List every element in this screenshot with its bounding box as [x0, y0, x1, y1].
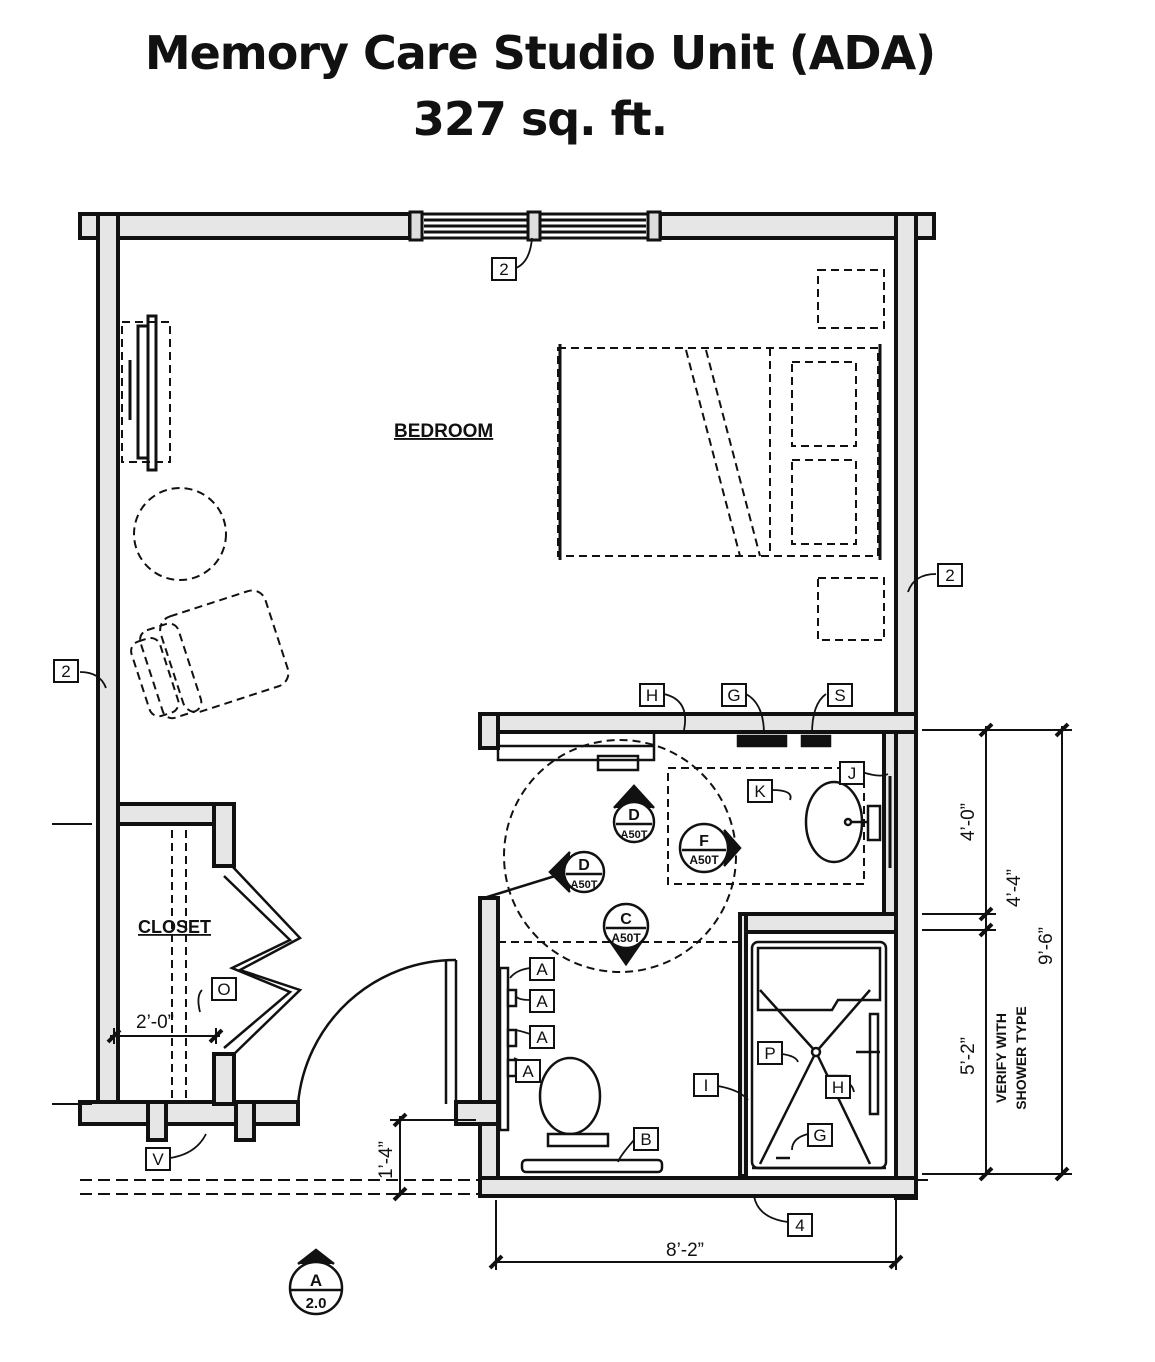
tag-a2: A [536, 992, 548, 1011]
tag-a1: A [536, 960, 548, 979]
dim-bath-width: 8’-2” [666, 1240, 704, 1261]
hallway-line [80, 1179, 934, 1195]
tag-4: 4 [795, 1216, 804, 1235]
window [408, 210, 662, 242]
tag-2-left: 2 [61, 662, 70, 681]
plan-title: Memory Care Studio Unit (ADA) [144, 26, 936, 80]
section-a-sheet: 2.0 [306, 1295, 327, 1312]
dim-vanity: 4’-0” [958, 803, 979, 841]
bath-fixtures [498, 734, 892, 1174]
dim-note-2: SHOWER TYPE [1013, 1006, 1029, 1109]
tag-g-shower: G [813, 1126, 826, 1145]
dim-note-1: VERIFY WITH [993, 1013, 1009, 1103]
tag-g-top: G [727, 686, 740, 705]
tag-a4: A [522, 1062, 534, 1081]
tag-2-right: 2 [945, 566, 954, 585]
doors [223, 730, 656, 1105]
tag-j: J [848, 764, 857, 783]
tag-p: P [764, 1044, 775, 1063]
section-f-letter: F [699, 833, 709, 850]
tag-b: B [640, 1130, 651, 1149]
section-markers [288, 784, 742, 1316]
walls [78, 212, 936, 1200]
section-f-sheet: A50T [689, 853, 719, 867]
tag-h-shower: H [832, 1078, 844, 1097]
tag-v: V [152, 1150, 164, 1169]
plan-area: 327 sq. ft. [412, 92, 668, 146]
section-a-letter: A [310, 1271, 322, 1290]
dim-shower: 5’-2” [958, 1037, 979, 1075]
section-d1-sheet: A50T [621, 829, 648, 841]
tag-i: I [704, 1076, 709, 1095]
dim-gap: 4’-4” [1004, 869, 1025, 907]
section-d2-sheet: A50T [571, 879, 598, 891]
dimension-lines [110, 726, 1072, 1270]
room-label-bedroom: BEDROOM [394, 421, 493, 442]
furniture [121, 269, 885, 1100]
section-c-letter: C [620, 911, 632, 928]
section-d2-letter: D [578, 857, 590, 874]
dim-total: 9’-6” [1036, 927, 1057, 965]
dim-closet-width: 2’-0” [136, 1012, 174, 1033]
dim-offset: 1’-4” [376, 1141, 397, 1179]
section-d1-letter: D [628, 807, 640, 824]
tag-k: K [754, 782, 766, 801]
tag-s: S [834, 686, 845, 705]
section-c-sheet: A50T [611, 931, 641, 945]
tag-a3: A [536, 1028, 548, 1047]
tag-2-top: 2 [499, 260, 508, 279]
tag-o: O [217, 980, 230, 999]
tag-h-top: H [646, 686, 658, 705]
room-label-closet: CLOSET [138, 917, 211, 937]
